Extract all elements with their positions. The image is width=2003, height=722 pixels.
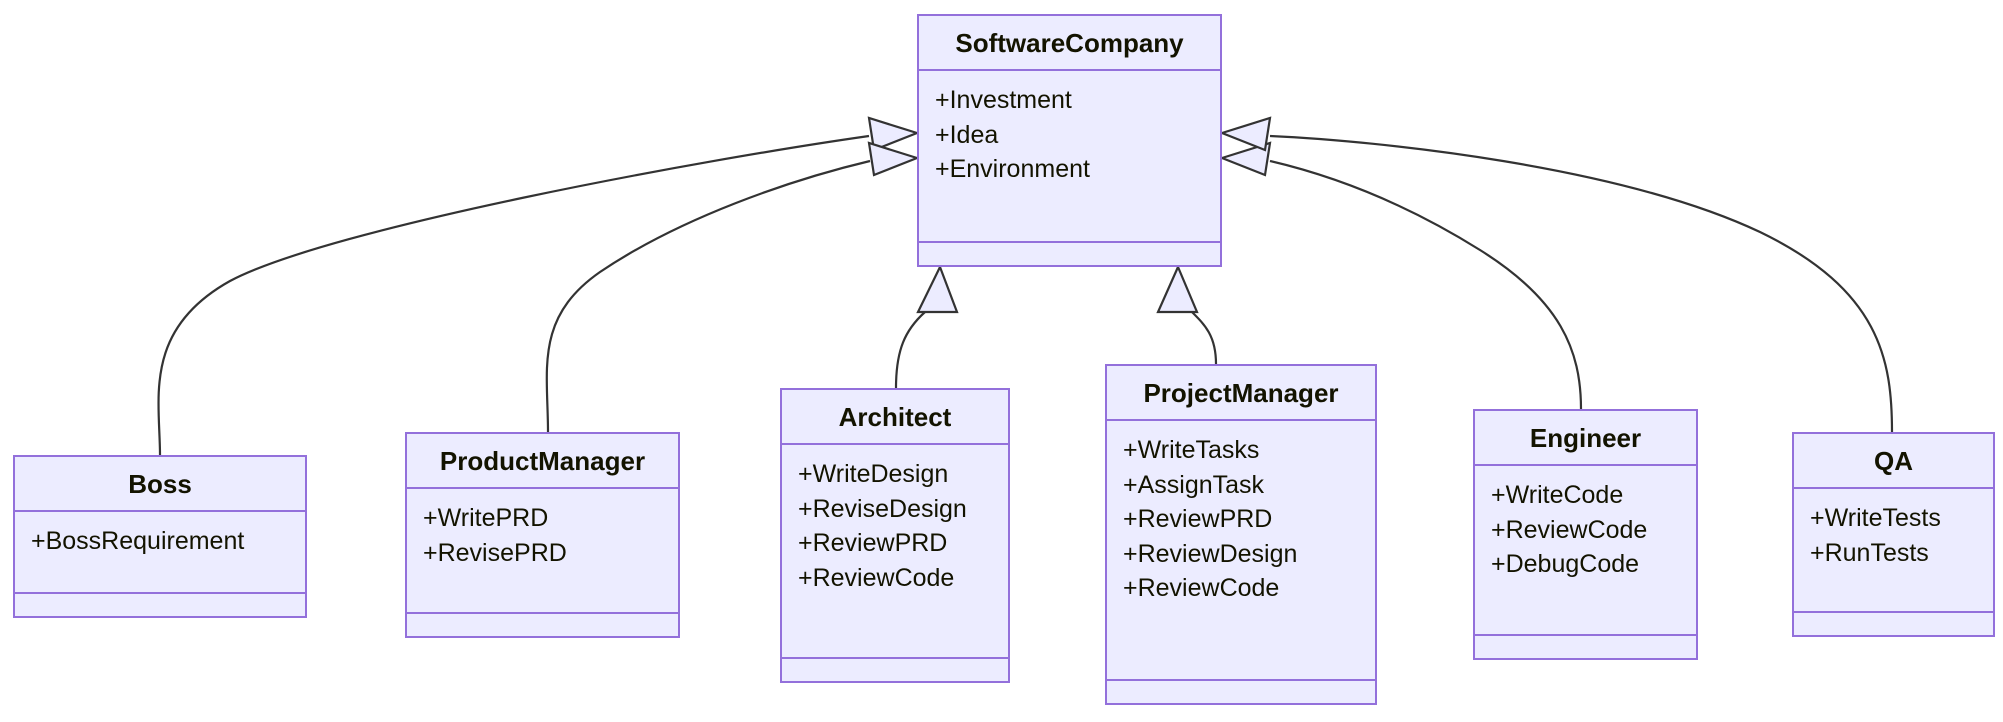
class-attribute: +WriteCode (1491, 481, 1624, 509)
class-attribute: +RevisePRD (423, 538, 567, 567)
class-attribute: +ReviewPRD (1123, 505, 1273, 533)
class-title-qa: QA (1794, 434, 1993, 489)
class-methods-boss (15, 594, 305, 616)
class-methods-engineer (1475, 636, 1696, 658)
edge-architect-to-softwarecompany (894, 264, 959, 389)
class-node-productmanager[interactable]: ProductManager +WritePRD +RevisePRD (405, 432, 680, 638)
class-attribute: +ReviewCode (1123, 574, 1280, 602)
edge-projectmanager-to-softwarecompany (1156, 264, 1218, 365)
class-attribute: +Investment (935, 86, 1072, 114)
class-title-projectmanager: ProjectManager (1107, 366, 1375, 421)
class-attributes-qa: +WriteTests +RunTests (1794, 489, 1993, 613)
class-attribute: +AssignTask (1123, 470, 1265, 499)
class-attribute: +ReviewPRD (798, 529, 948, 557)
class-attributes-softwarecompany: +Investment +Idea +Environment (919, 71, 1220, 243)
class-attribute: +ReviewCode (1491, 515, 1648, 544)
class-node-architect[interactable]: Architect +WriteDesign +ReviseDesign +Re… (780, 388, 1010, 683)
class-attributes-boss: +BossRequirement (15, 512, 305, 594)
class-title-engineer: Engineer (1475, 411, 1696, 466)
class-attribute: +WritePRD (423, 504, 549, 532)
class-methods-softwarecompany (919, 243, 1220, 265)
class-methods-projectmanager (1107, 681, 1375, 703)
class-attribute: +ReviseDesign (798, 494, 967, 523)
class-attribute: +Idea (935, 120, 999, 149)
class-attribute: +RunTests (1810, 538, 1929, 567)
class-node-projectmanager[interactable]: ProjectManager +WriteTasks +AssignTask +… (1105, 364, 1377, 705)
class-methods-productmanager (407, 614, 678, 636)
class-attributes-engineer: +WriteCode +ReviewCode +DebugCode (1475, 466, 1696, 636)
class-attributes-architect: +WriteDesign +ReviseDesign +ReviewPRD +R… (782, 445, 1008, 659)
class-attributes-productmanager: +WritePRD +RevisePRD (407, 489, 678, 614)
class-attribute: +WriteDesign (798, 460, 949, 488)
class-attribute: +WriteTests (1810, 504, 1941, 532)
class-attributes-projectmanager: +WriteTasks +AssignTask +ReviewPRD +Revi… (1107, 421, 1375, 681)
class-attribute: +ReviewDesign (1123, 539, 1298, 568)
class-node-engineer[interactable]: Engineer +WriteCode +ReviewCode +DebugCo… (1473, 409, 1698, 660)
class-attribute: +ReviewCode (798, 563, 955, 592)
class-title-boss: Boss (15, 457, 305, 512)
class-attribute: +Environment (935, 155, 1090, 183)
class-node-boss[interactable]: Boss +BossRequirement (13, 455, 307, 618)
class-attribute: +BossRequirement (31, 527, 245, 555)
class-title-softwarecompany: SoftwareCompany (919, 16, 1220, 71)
class-attribute: +WriteTasks (1123, 436, 1260, 464)
class-title-architect: Architect (782, 390, 1008, 445)
class-node-softwarecompany[interactable]: SoftwareCompany +Investment +Idea +Envir… (917, 14, 1222, 267)
class-methods-architect (782, 659, 1008, 681)
class-title-productmanager: ProductManager (407, 434, 678, 489)
class-node-qa[interactable]: QA +WriteTests +RunTests (1792, 432, 1995, 637)
class-attribute: +DebugCode (1491, 550, 1640, 578)
class-methods-qa (1794, 613, 1993, 635)
